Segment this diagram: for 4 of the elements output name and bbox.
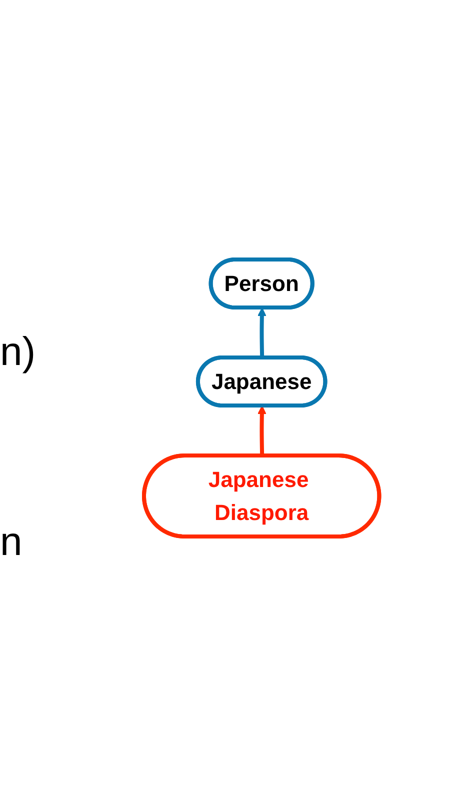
arrow (257, 406, 266, 456)
arrow (257, 308, 266, 358)
text-fragment: n (0, 520, 22, 565)
text-fragment: n) (0, 330, 36, 375)
